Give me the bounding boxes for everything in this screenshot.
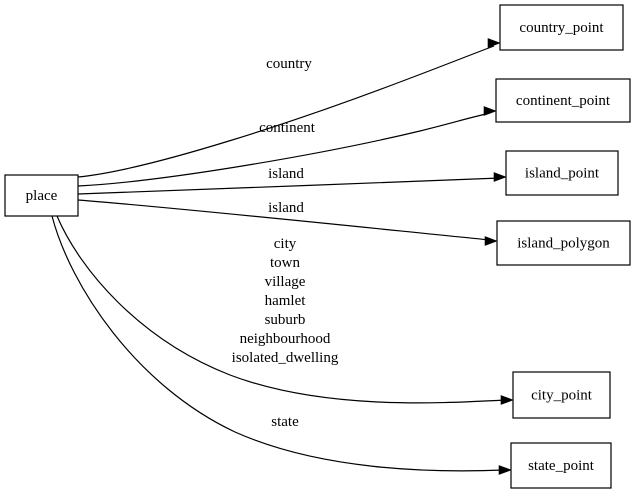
edge-label-line: country (266, 56, 312, 72)
arrowhead-icon (500, 395, 514, 405)
node-state_point[interactable]: state_point (510, 442, 612, 489)
edge-label-line: town (270, 255, 301, 271)
node-label: island_polygon (517, 235, 610, 251)
edge-label-line: state (271, 414, 299, 430)
edge-label-city_point: city town village hamlet suburb neighbourhood… (232, 236, 339, 366)
node-place[interactable]: place (4, 174, 79, 217)
node-box[interactable] (4, 174, 79, 217)
edge-label-continent_point: continent (259, 120, 316, 136)
arrowhead-icon (487, 38, 501, 48)
node-box[interactable] (505, 150, 619, 196)
edge-label-line: neighbourhood (240, 331, 331, 347)
edge-place-to-island_polygon (77, 199, 498, 246)
node-island_point[interactable]: island_point (505, 150, 619, 196)
edge-place-to-continent_point (77, 106, 497, 187)
edges-layer (51, 38, 514, 475)
edge-line (77, 177, 501, 195)
node-city_point[interactable]: city_point (512, 371, 611, 419)
edge-place-to-city_point (56, 215, 514, 405)
edge-label-state_point: state (271, 414, 299, 430)
edge-line (51, 215, 505, 472)
edge-line (77, 45, 495, 178)
edge-label-line: continent (259, 120, 316, 136)
node-box[interactable] (510, 442, 612, 489)
edge-line (56, 215, 507, 404)
arrowhead-icon (498, 465, 512, 475)
node-continent_point[interactable]: continent_point (495, 78, 631, 123)
edge-place-to-state_point (51, 215, 512, 475)
edge-label-line: island (268, 200, 304, 216)
edge-label-line: city (274, 236, 297, 252)
edge-line (77, 112, 491, 187)
edge-label-island_polygon: island (268, 200, 304, 216)
edge-label-line: island (268, 166, 304, 182)
node-island_polygon[interactable]: island_polygon (496, 220, 631, 266)
node-label: state_point (528, 458, 595, 474)
node-box[interactable] (512, 371, 611, 419)
edge-label-line: isolated_dwelling (232, 350, 339, 366)
edge-label-line: village (265, 274, 306, 290)
arrowhead-icon (493, 172, 507, 182)
arrowhead-icon (484, 236, 498, 246)
edge-labels-layer: country continent island island city town vill… (232, 56, 339, 430)
edge-label-island_point: island (268, 166, 304, 182)
node-box[interactable] (499, 4, 624, 51)
edge-place-to-country_point (77, 38, 501, 178)
edge-line (77, 199, 491, 241)
node-box[interactable] (496, 220, 631, 266)
node-country_point[interactable]: country_point (499, 4, 624, 51)
node-label: country_point (519, 20, 604, 36)
node-box[interactable] (495, 78, 631, 123)
edge-label-country_point: country (266, 56, 312, 72)
node-label: city_point (531, 387, 593, 403)
node-label: place (26, 188, 58, 204)
edge-label-line: suburb (265, 312, 306, 328)
edge-place-to-island_point (77, 172, 507, 195)
nodes-layer: place country_point continent_point island_… (4, 4, 631, 489)
arrowhead-icon (483, 106, 497, 116)
node-label: continent_point (516, 93, 611, 109)
edge-label-line: hamlet (265, 293, 307, 309)
node-label: island_point (525, 165, 600, 181)
